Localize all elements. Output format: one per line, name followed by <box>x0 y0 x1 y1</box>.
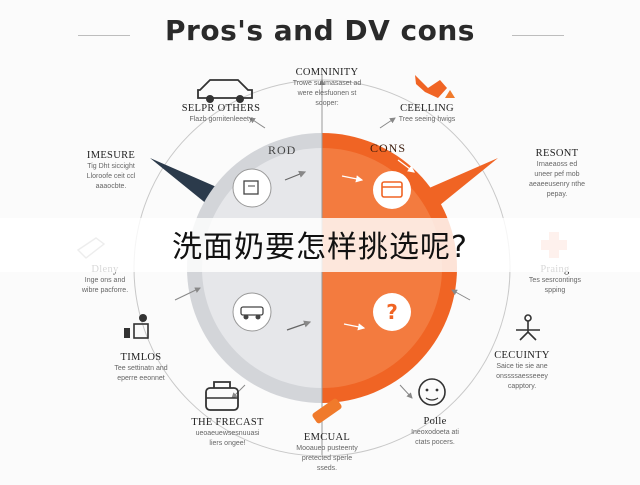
title-rule-left <box>78 35 130 36</box>
car-icon <box>197 79 253 103</box>
tools-icon <box>415 75 447 98</box>
vehicle-icon <box>232 292 272 332</box>
network-icon <box>516 314 540 341</box>
worker-icon <box>124 314 149 339</box>
battery-icon <box>312 398 342 424</box>
label-celling: CEELLING Tree seeing hwigs <box>398 103 456 123</box>
cons-label: CONS <box>370 141 406 155</box>
caption-text: 洗面奶要怎样挑选呢? <box>172 230 468 265</box>
question-icon <box>373 293 411 331</box>
card-icon <box>373 171 411 209</box>
svg-text:?: ? <box>386 300 398 324</box>
chevron-left-icon <box>150 158 228 205</box>
label-selp-others: SELPR OTHERS Flazb gornitenleeety <box>181 103 261 123</box>
presentation-icon <box>232 168 272 208</box>
page-title: Pros's and DV cons <box>165 14 475 47</box>
person-icon <box>418 378 446 406</box>
cone-icon <box>445 90 455 98</box>
caption-overlay <box>0 218 640 272</box>
chevron-right-icon <box>420 158 498 205</box>
bag-icon <box>205 381 239 411</box>
title-rule-right <box>512 35 564 36</box>
pros-label: ROD <box>268 143 296 157</box>
